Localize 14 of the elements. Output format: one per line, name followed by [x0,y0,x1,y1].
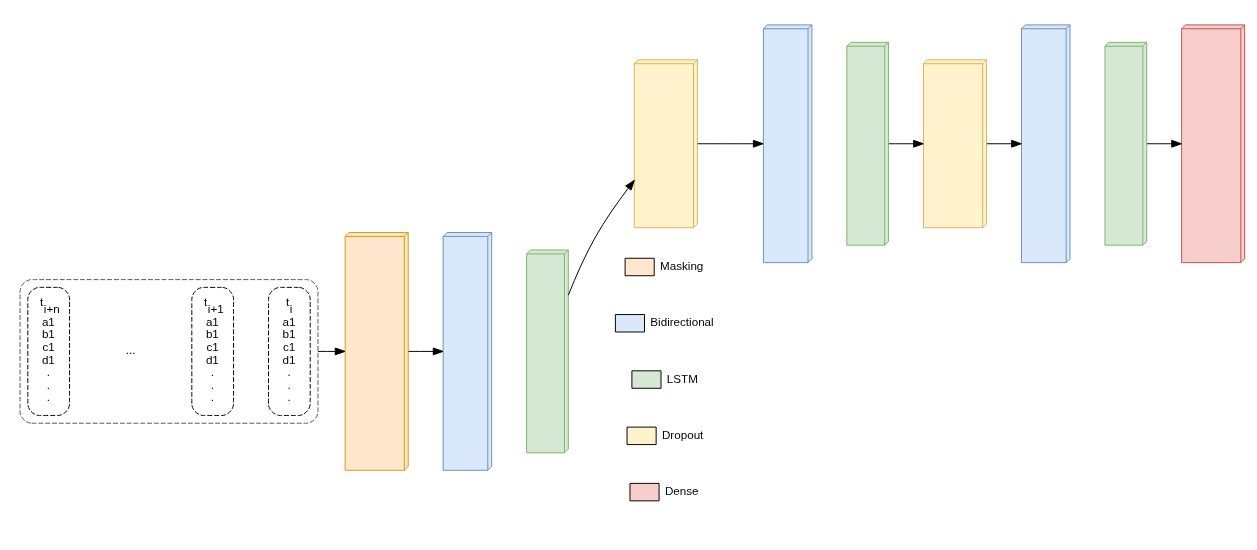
arrow [567,179,635,296]
arrow [407,347,444,356]
arrow [1146,139,1182,148]
legend-label: Dense [664,484,699,498]
arrow [986,139,1022,148]
legend-label: Bidirectional [650,315,714,329]
label: ... [125,343,136,357]
arrow [317,347,346,356]
legend-label: Dropout [661,427,704,441]
cluster [19,279,319,424]
arrow [697,139,764,148]
legend-label: Masking [660,259,704,272]
arrow [888,139,924,148]
legend-label: LSTM [666,371,698,385]
